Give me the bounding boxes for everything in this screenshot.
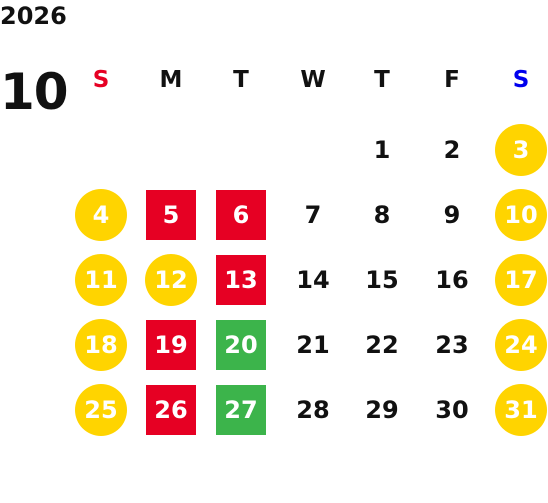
- day-cell[interactable]: 22: [365, 331, 399, 359]
- day-cell[interactable]: 27: [216, 385, 266, 435]
- day-cell[interactable]: 24: [495, 319, 547, 371]
- day-cell[interactable]: 26: [146, 385, 196, 435]
- day-cell[interactable]: 14: [296, 266, 330, 294]
- day-cell[interactable]: 12: [145, 254, 197, 306]
- day-cell[interactable]: 1: [373, 136, 391, 164]
- weekday-thu: T: [374, 67, 390, 93]
- weekday-sun: S: [92, 67, 110, 93]
- weekday-mon: M: [159, 67, 183, 93]
- month-label: 10: [0, 63, 69, 121]
- weekday-wed: W: [300, 67, 326, 93]
- weekday-tue: T: [233, 67, 249, 93]
- day-cell[interactable]: 2: [443, 136, 461, 164]
- day-cell[interactable]: 30: [435, 396, 469, 424]
- day-cell[interactable]: 21: [296, 331, 330, 359]
- weekday-fri: F: [444, 67, 460, 93]
- day-cell[interactable]: 16: [435, 266, 469, 294]
- day-cell[interactable]: 20: [216, 320, 266, 370]
- day-cell[interactable]: 4: [75, 189, 127, 241]
- day-cell[interactable]: 23: [435, 331, 469, 359]
- day-cell[interactable]: 17: [495, 254, 547, 306]
- year-label: 2026: [0, 2, 67, 30]
- day-cell[interactable]: 3: [495, 124, 547, 176]
- day-cell[interactable]: 18: [75, 319, 127, 371]
- day-cell[interactable]: 13: [216, 255, 266, 305]
- day-cell[interactable]: 25: [75, 384, 127, 436]
- day-cell[interactable]: 10: [495, 189, 547, 241]
- day-cell[interactable]: 6: [216, 190, 266, 240]
- day-cell[interactable]: 11: [75, 254, 127, 306]
- day-cell[interactable]: 28: [296, 396, 330, 424]
- day-cell[interactable]: 9: [443, 201, 461, 229]
- day-cell[interactable]: 19: [146, 320, 196, 370]
- weekday-sat: S: [512, 67, 530, 93]
- day-cell[interactable]: 8: [373, 201, 391, 229]
- day-cell[interactable]: 5: [146, 190, 196, 240]
- day-cell[interactable]: 7: [304, 201, 322, 229]
- day-cell[interactable]: 29: [365, 396, 399, 424]
- day-cell[interactable]: 31: [495, 384, 547, 436]
- day-cell[interactable]: 15: [365, 266, 399, 294]
